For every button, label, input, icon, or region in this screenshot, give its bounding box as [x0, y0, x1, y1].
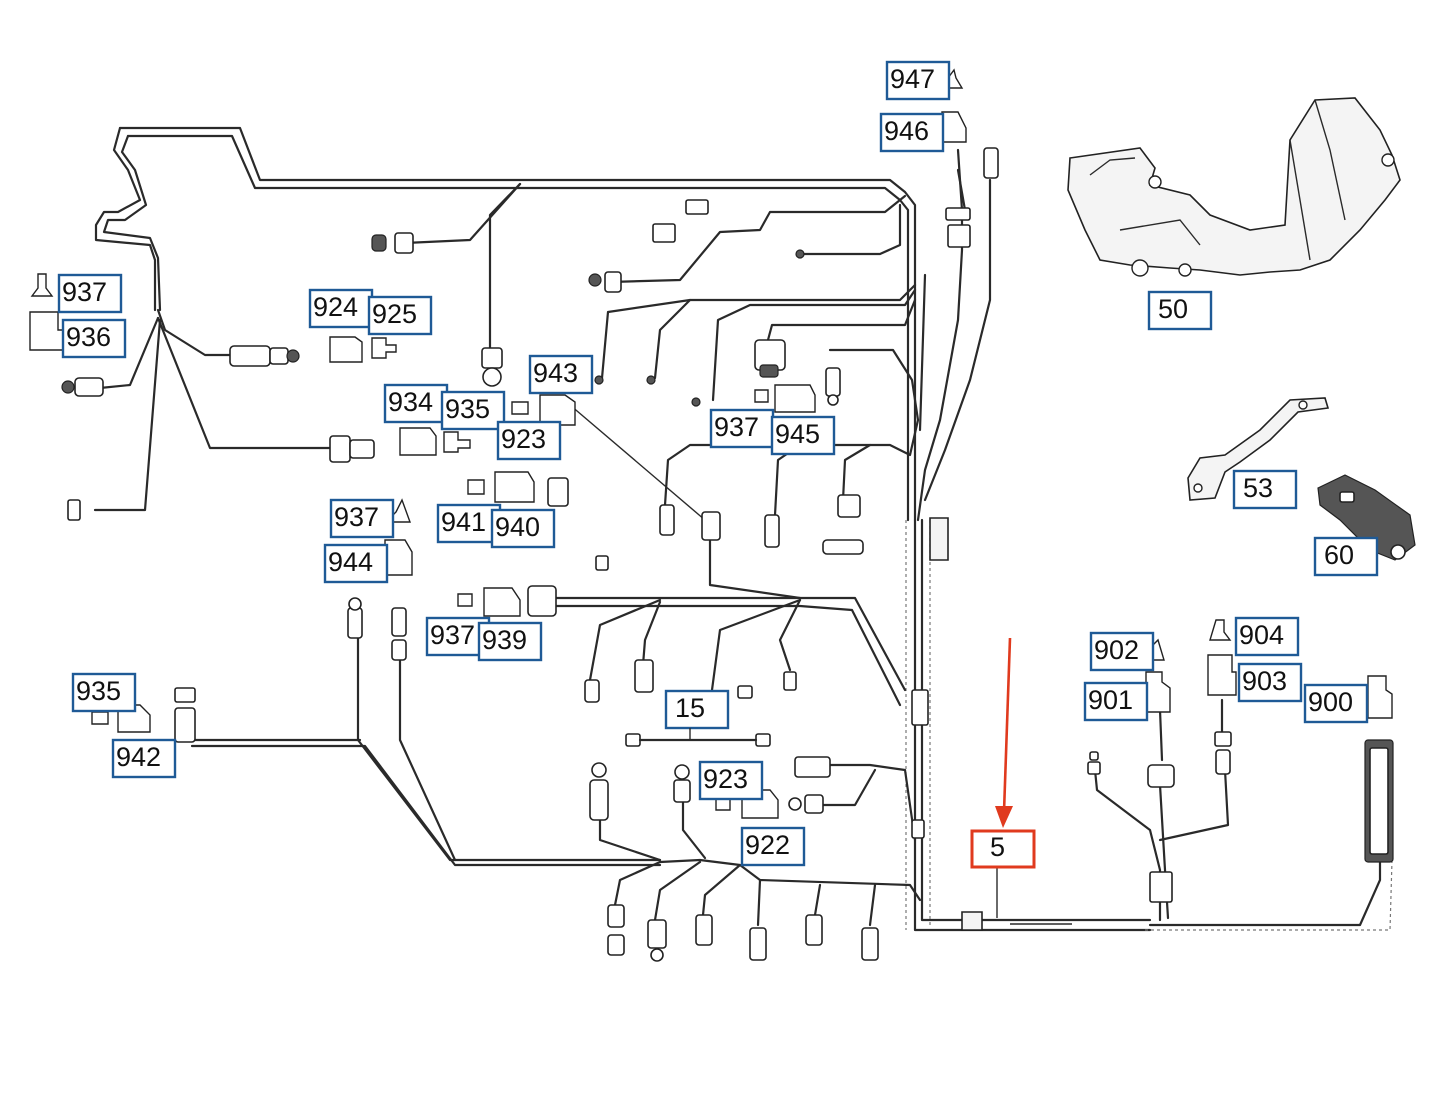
callout-label: 60 — [1324, 540, 1354, 570]
callout-label: 923 — [501, 424, 546, 454]
callout-label: 53 — [1243, 473, 1273, 503]
callout-15: 15 — [664, 689, 730, 740]
callout-label: 935 — [445, 394, 490, 424]
callout-label: 944 — [328, 547, 373, 577]
callout-900: 900 — [1303, 683, 1369, 724]
callout-label: 936 — [66, 322, 111, 352]
callout-924: 924 — [308, 288, 374, 329]
callout-label: 947 — [890, 64, 935, 94]
callout-label: 934 — [388, 387, 433, 417]
callout-label: 946 — [884, 116, 929, 146]
callout-936: 936 — [61, 318, 127, 359]
part-60-relay — [1317, 474, 1416, 561]
callout-902: 902 — [1089, 631, 1155, 672]
callout-901: 901 — [1083, 681, 1149, 722]
callout-943: 943 — [528, 354, 594, 395]
callout-935: 935 — [440, 390, 506, 431]
callout-label: 937 — [334, 502, 379, 532]
highlight-label: 5 — [990, 832, 1005, 862]
callout-60: 60 — [1313, 536, 1379, 577]
callout-label: 923 — [703, 764, 748, 794]
callout-923: 923 — [698, 760, 764, 801]
callout-50: 50 — [1147, 290, 1213, 331]
callout-934: 934 — [383, 383, 449, 424]
highlight-callout-5: 5 — [970, 829, 1036, 869]
callout-label: 900 — [1308, 687, 1353, 717]
callout-944: 944 — [323, 543, 389, 584]
callout-937: 937 — [709, 408, 775, 449]
callout-label: 940 — [495, 512, 540, 542]
callout-label: 50 — [1158, 294, 1188, 324]
part-53-plate — [1187, 397, 1330, 501]
callout-923: 923 — [496, 420, 562, 461]
callout-925: 925 — [367, 295, 433, 336]
callout-903: 903 — [1237, 662, 1303, 703]
callout-941: 941 — [436, 503, 502, 544]
harness-wires — [93, 126, 1393, 932]
part-50-bracket — [1067, 97, 1401, 277]
callout-label: 924 — [313, 292, 358, 322]
callout-label: 943 — [533, 358, 578, 388]
callout-label: 925 — [372, 299, 417, 329]
callout-904: 904 — [1234, 616, 1300, 657]
callout-53: 53 — [1232, 469, 1298, 510]
callout-label: 904 — [1239, 620, 1284, 650]
callout-label: 945 — [775, 419, 820, 449]
callout-label: 922 — [745, 830, 790, 860]
callout-label: 903 — [1242, 666, 1287, 696]
callout-label: 942 — [116, 742, 161, 772]
callout-945: 945 — [770, 415, 836, 456]
callout-940: 940 — [490, 508, 556, 549]
callout-947: 947 — [885, 60, 951, 101]
callout-937: 937 — [57, 273, 123, 314]
callout-946: 946 — [879, 112, 945, 153]
callout-939: 939 — [477, 621, 543, 662]
callout-label: 941 — [441, 507, 486, 537]
callout-label: 901 — [1088, 685, 1133, 715]
callout-922: 922 — [740, 826, 806, 867]
callout-label: 15 — [675, 693, 705, 723]
highlight-arrow — [995, 637, 1013, 828]
callout-label: 937 — [714, 412, 759, 442]
callout-label: 937 — [62, 277, 107, 307]
connectors — [61, 147, 1394, 962]
callout-label: 935 — [76, 676, 121, 706]
callout-942: 942 — [111, 738, 177, 779]
callout-937: 937 — [329, 498, 395, 539]
callout-label: 902 — [1094, 635, 1139, 665]
callout-label: 939 — [482, 625, 527, 655]
callout-935: 935 — [71, 672, 137, 713]
callout-label: 937 — [430, 620, 475, 650]
